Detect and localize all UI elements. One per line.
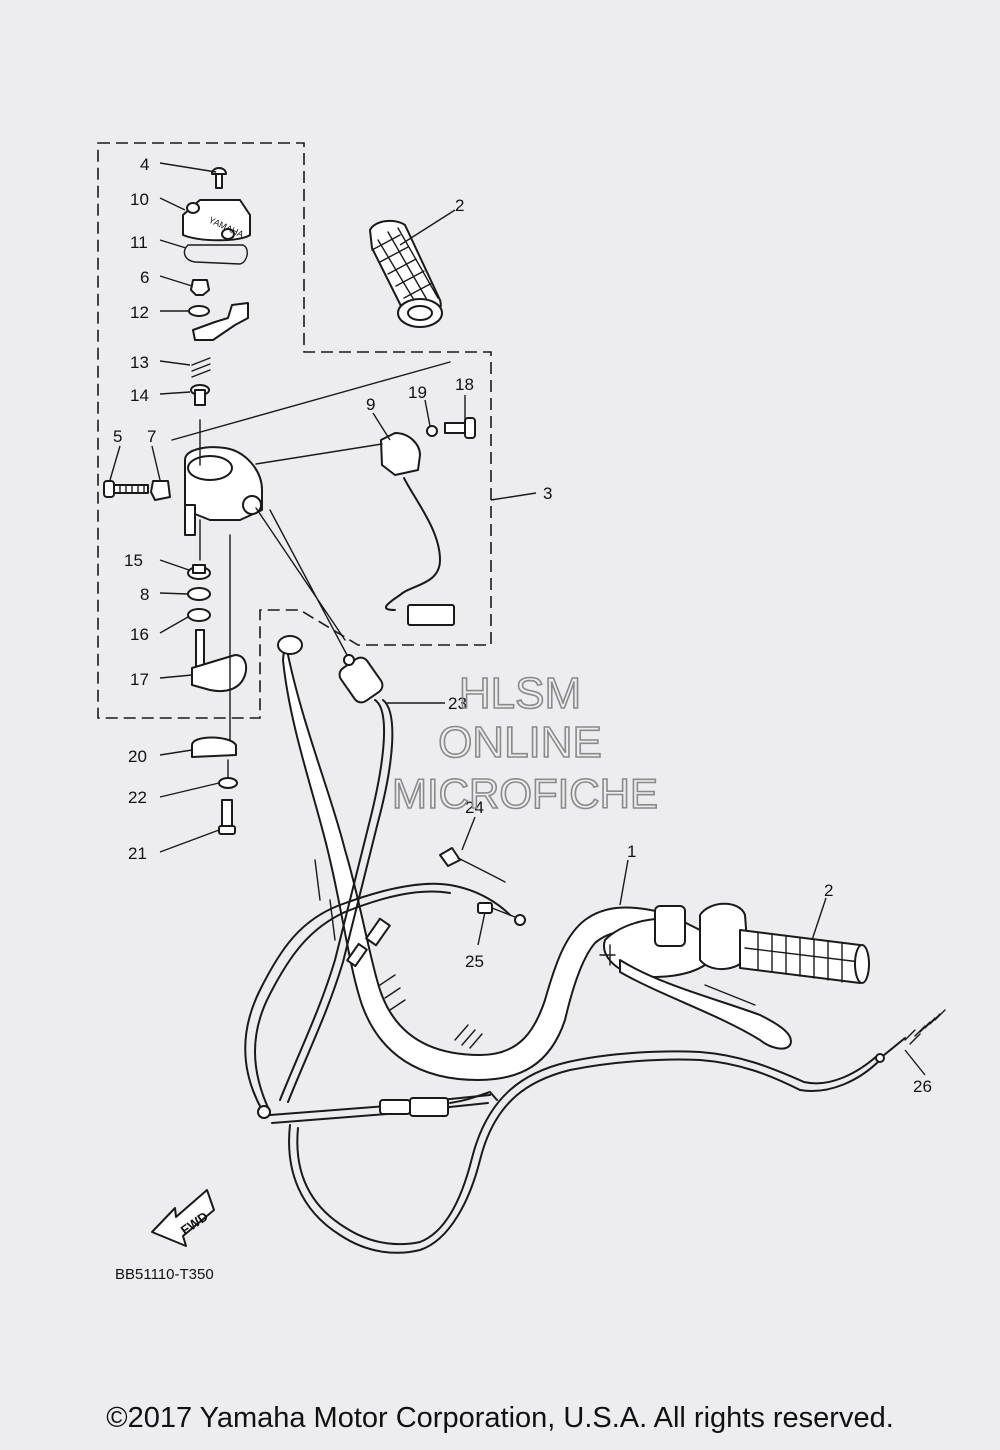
switch-9 bbox=[380, 432, 455, 626]
callout-26: 26 bbox=[913, 1077, 932, 1096]
callout-22: 22 bbox=[128, 788, 147, 807]
screw-18 bbox=[444, 417, 476, 439]
cable-spring bbox=[875, 1009, 946, 1063]
figure-code: BB51110-T350 bbox=[115, 1266, 214, 1283]
callout-3: 3 bbox=[543, 484, 552, 503]
throttle-assembly-group-box bbox=[97, 142, 492, 719]
copyright-notice: ©2017 Yamaha Motor Corporation, U.S.A. A… bbox=[106, 1402, 894, 1434]
fwd-arrow-icon: FWD bbox=[151, 1189, 215, 1247]
throttle-cable bbox=[279, 654, 394, 1103]
callout-15: 15 bbox=[124, 551, 143, 570]
left-grip bbox=[369, 219, 443, 328]
watermark: HLSM ONLINE MICROFICHE bbox=[391, 668, 659, 818]
callout-6: 6 bbox=[140, 268, 149, 287]
clamp-part-24 bbox=[439, 847, 506, 883]
brake-lever-assembly bbox=[599, 902, 792, 1050]
right-grip bbox=[739, 929, 870, 984]
nut-7 bbox=[150, 480, 171, 501]
collar-15 bbox=[187, 564, 211, 580]
callout-16: 16 bbox=[130, 625, 149, 644]
washer-22 bbox=[218, 777, 238, 789]
svg-text:HLSM: HLSM bbox=[459, 669, 581, 718]
stop-lever-12 bbox=[188, 302, 249, 341]
callout-4: 4 bbox=[140, 155, 149, 174]
callout-9: 9 bbox=[366, 395, 375, 414]
svg-text:MICROFICHE: MICROFICHE bbox=[392, 770, 658, 817]
callout-2-right-grip: 2 bbox=[824, 881, 833, 900]
washer-19 bbox=[426, 425, 438, 437]
callout-10: 10 bbox=[130, 190, 149, 209]
callout-24: 24 bbox=[465, 798, 484, 817]
throttle-housing bbox=[184, 446, 263, 536]
bolt-21 bbox=[218, 799, 236, 835]
gasket-11 bbox=[183, 244, 248, 265]
bushing-14 bbox=[190, 384, 210, 406]
callout-21: 21 bbox=[128, 844, 147, 863]
nut-6 bbox=[190, 279, 210, 296]
clamp-20 bbox=[191, 736, 237, 758]
callout-8: 8 bbox=[140, 585, 149, 604]
callout-18: 18 bbox=[455, 375, 474, 394]
callout-17: 17 bbox=[130, 670, 149, 689]
svg-text:ONLINE: ONLINE bbox=[438, 718, 602, 767]
washer-16 bbox=[187, 608, 211, 622]
callout-1: 1 bbox=[627, 842, 636, 861]
callout-11: 11 bbox=[130, 233, 148, 252]
throttle-cover-10: YAMAHA bbox=[182, 199, 251, 242]
cable-harness bbox=[244, 882, 881, 1254]
callout-12: 12 bbox=[130, 303, 149, 322]
callout-23: 23 bbox=[448, 694, 467, 713]
callout-2-left-grip: 2 bbox=[455, 196, 464, 215]
throttle-lever-17 bbox=[191, 629, 248, 693]
spring-13 bbox=[191, 357, 211, 378]
washer-8 bbox=[187, 587, 211, 601]
callout-5: 5 bbox=[113, 427, 122, 446]
callout-13: 13 bbox=[130, 353, 149, 372]
callout-7: 7 bbox=[147, 427, 156, 446]
callout-19: 19 bbox=[408, 383, 427, 402]
bolt-5 bbox=[103, 480, 149, 498]
leader-lines bbox=[109, 162, 926, 1076]
callout-25: 25 bbox=[465, 952, 484, 971]
callout-14: 14 bbox=[130, 386, 149, 405]
callout-20: 20 bbox=[128, 747, 147, 766]
